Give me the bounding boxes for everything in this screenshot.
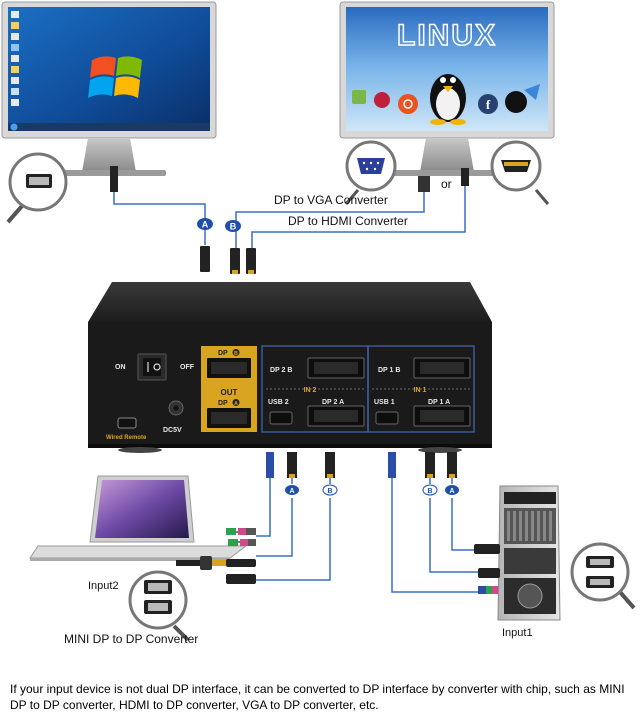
svg-text:A: A [234,401,238,407]
dp-port-magnifier [6,152,68,224]
badge-b-input2: B [322,484,338,496]
badge-b-top: B [225,220,241,232]
monitor-stand [82,138,136,172]
on-label: ON [115,364,126,371]
dp-plug-a [200,246,210,272]
description-caption: If your input device is not dual DP inte… [10,682,625,712]
in1-usb-label: USB 1 [374,399,395,406]
dp-a-out-label: DP [218,400,228,407]
windows-monitor [1,1,217,176]
off-label: OFF [180,364,195,371]
taskbar [8,123,210,131]
badge-b-input1: B [422,484,438,496]
mini-dp-converter-label: MINI DP to DP Converter [64,632,199,646]
pclinuxos-icon [505,91,527,113]
desktop-icons [11,11,19,106]
debian-icon [374,92,390,108]
in1-label: IN 1 [414,387,427,394]
wired-remote-label: Wired Remote [106,435,147,441]
svg-text:B: B [234,351,238,357]
in2-label: IN 2 [304,387,317,394]
linux-monitor: LINUX f [339,1,555,176]
ubuntu-icon [398,94,418,114]
monitor-cables [110,166,469,274]
dp-to-vga-label: DP to VGA Converter [274,193,388,207]
in1-dp-b-label: DP 1 B [378,367,400,374]
out-label: OUT [221,388,238,397]
dc5v-label: DC5V [163,427,182,434]
dp-plug-b-hdmi [246,248,256,274]
input2-label: Input2 [88,580,119,592]
svg-text:B: B [327,488,332,495]
svg-text:A: A [202,220,209,230]
svg-text:f: f [486,97,491,112]
in2-dp-a-label: DP 2 A [322,399,344,406]
in2-usb-label: USB 2 [268,399,289,406]
laptop-cables [176,528,256,584]
fedora-icon [478,94,498,114]
svg-text:B: B [427,488,432,495]
mini-dp-magnifier [128,570,190,642]
in1-dp-a-label: DP 1 A [428,399,450,406]
linux-mint-icon [352,90,366,104]
or-label: or [441,177,452,191]
linux-title: LINUX [397,19,497,52]
badge-a-top: A [197,218,213,230]
tux-penguin-icon [430,74,466,125]
hdmi-port-magnifier [490,140,550,205]
badge-a-input1: A [445,485,459,495]
badge-a-input2: A [285,485,299,495]
input-cables [256,452,478,593]
windows-logo-icon [88,56,142,98]
kvm-switch-box [88,282,492,453]
svg-text:A: A [289,488,294,495]
pc-dp-magnifier [570,542,636,610]
dp-plug-b-vga [230,248,240,274]
svg-text:B: B [230,222,237,232]
in2-dp-b-label: DP 2 B [270,367,292,374]
input1-panel [367,345,475,433]
dp-b-out-label: DP [218,350,228,357]
dp-to-hdmi-label: DP to HDMI Converter [288,214,408,228]
laptop-input2 [29,475,248,561]
svg-text:A: A [449,488,454,495]
vga-port-magnifier [344,140,397,205]
desktop-pc-input1 [474,485,561,621]
input1-label: Input1 [502,627,533,639]
